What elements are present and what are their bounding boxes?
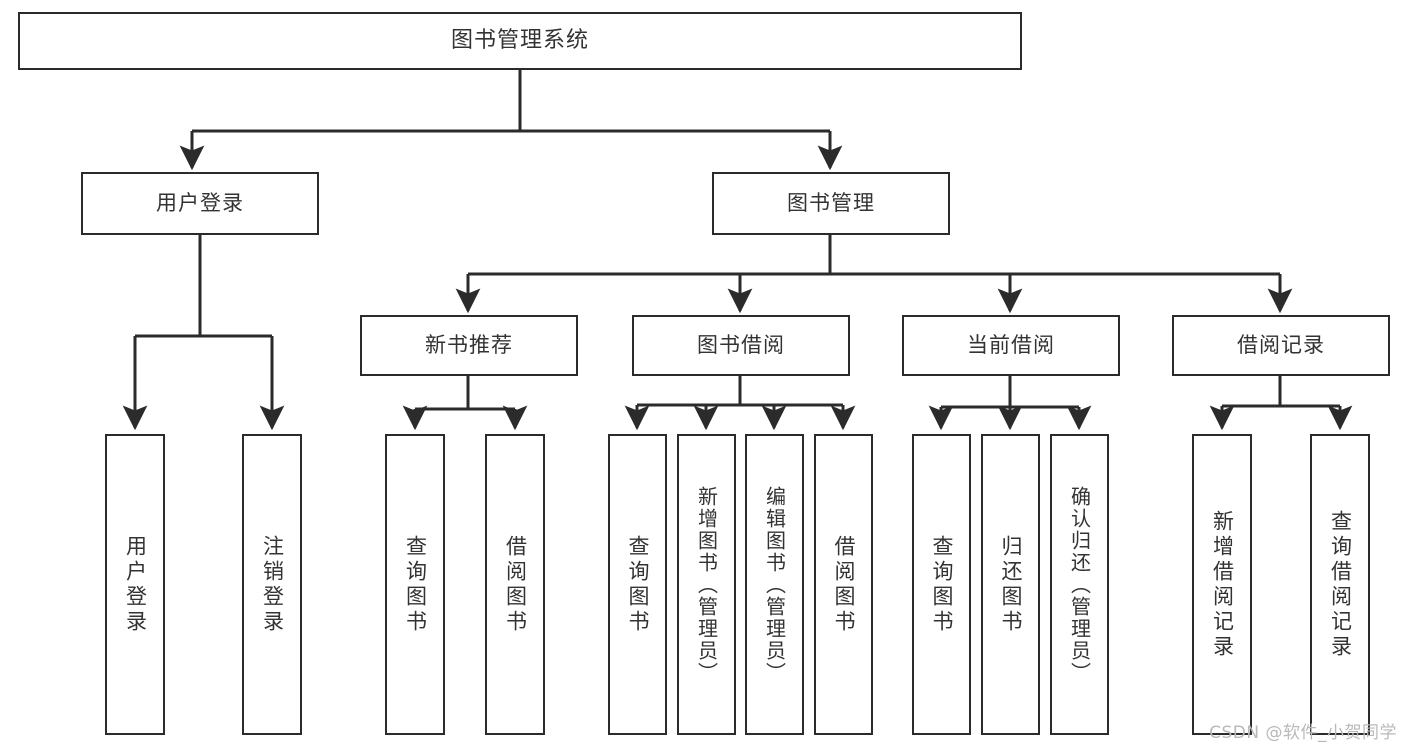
node-label: 图书借阅: [697, 333, 785, 358]
node-leaf-confirm-return[interactable]: 确认归还（管理员）: [1050, 434, 1109, 735]
node-label: 借阅图书: [832, 534, 856, 635]
node-root-system[interactable]: 图书管理系统: [18, 12, 1022, 70]
node-label: 查询图书: [626, 534, 650, 635]
node-leaf-logout[interactable]: 注销登录: [242, 434, 302, 735]
node-leaf-query-book-2[interactable]: 查询图书: [608, 434, 667, 735]
node-leaf-return-book[interactable]: 归还图书: [981, 434, 1040, 735]
node-book-management[interactable]: 图书管理: [712, 172, 950, 235]
node-label: 编辑图书（管理员）: [762, 485, 787, 684]
node-label: 用户登录: [156, 191, 244, 216]
node-label: 借阅记录: [1237, 333, 1325, 358]
node-label: 新增图书（管理员）: [694, 485, 719, 684]
node-leaf-add-book[interactable]: 新增图书（管理员）: [677, 434, 736, 735]
node-label: 借阅图书: [503, 534, 528, 635]
node-leaf-query-book-3[interactable]: 查询图书: [912, 434, 971, 735]
node-label: 查询借阅记录: [1328, 509, 1353, 660]
node-leaf-query-record[interactable]: 查询借阅记录: [1310, 434, 1370, 735]
node-borrow-record[interactable]: 借阅记录: [1172, 315, 1390, 376]
node-leaf-query-book-1[interactable]: 查询图书: [385, 434, 445, 735]
node-label: 查询图书: [930, 534, 954, 635]
node-book-borrow[interactable]: 图书借阅: [632, 315, 850, 376]
node-label: 归还图书: [999, 534, 1023, 635]
node-user-login[interactable]: 用户登录: [81, 172, 319, 235]
node-new-book-recommend[interactable]: 新书推荐: [360, 315, 578, 376]
node-leaf-edit-book[interactable]: 编辑图书（管理员）: [745, 434, 804, 735]
node-label: 当前借阅: [967, 333, 1055, 358]
node-label: 新书推荐: [425, 333, 513, 358]
node-label: 新增借阅记录: [1210, 509, 1235, 660]
node-current-borrow[interactable]: 当前借阅: [902, 315, 1120, 376]
node-label: 查询图书: [403, 534, 428, 635]
node-leaf-borrow-book-1[interactable]: 借阅图书: [485, 434, 545, 735]
node-label: 用户登录: [123, 534, 148, 635]
node-leaf-borrow-book-2[interactable]: 借阅图书: [814, 434, 873, 735]
node-label: 注销登录: [260, 534, 285, 635]
node-label: 确认归还（管理员）: [1067, 485, 1092, 684]
node-leaf-user-login[interactable]: 用户登录: [105, 434, 165, 735]
node-leaf-add-record[interactable]: 新增借阅记录: [1192, 434, 1252, 735]
node-label: 图书管理系统: [450, 28, 589, 54]
node-label: 图书管理: [787, 191, 875, 216]
